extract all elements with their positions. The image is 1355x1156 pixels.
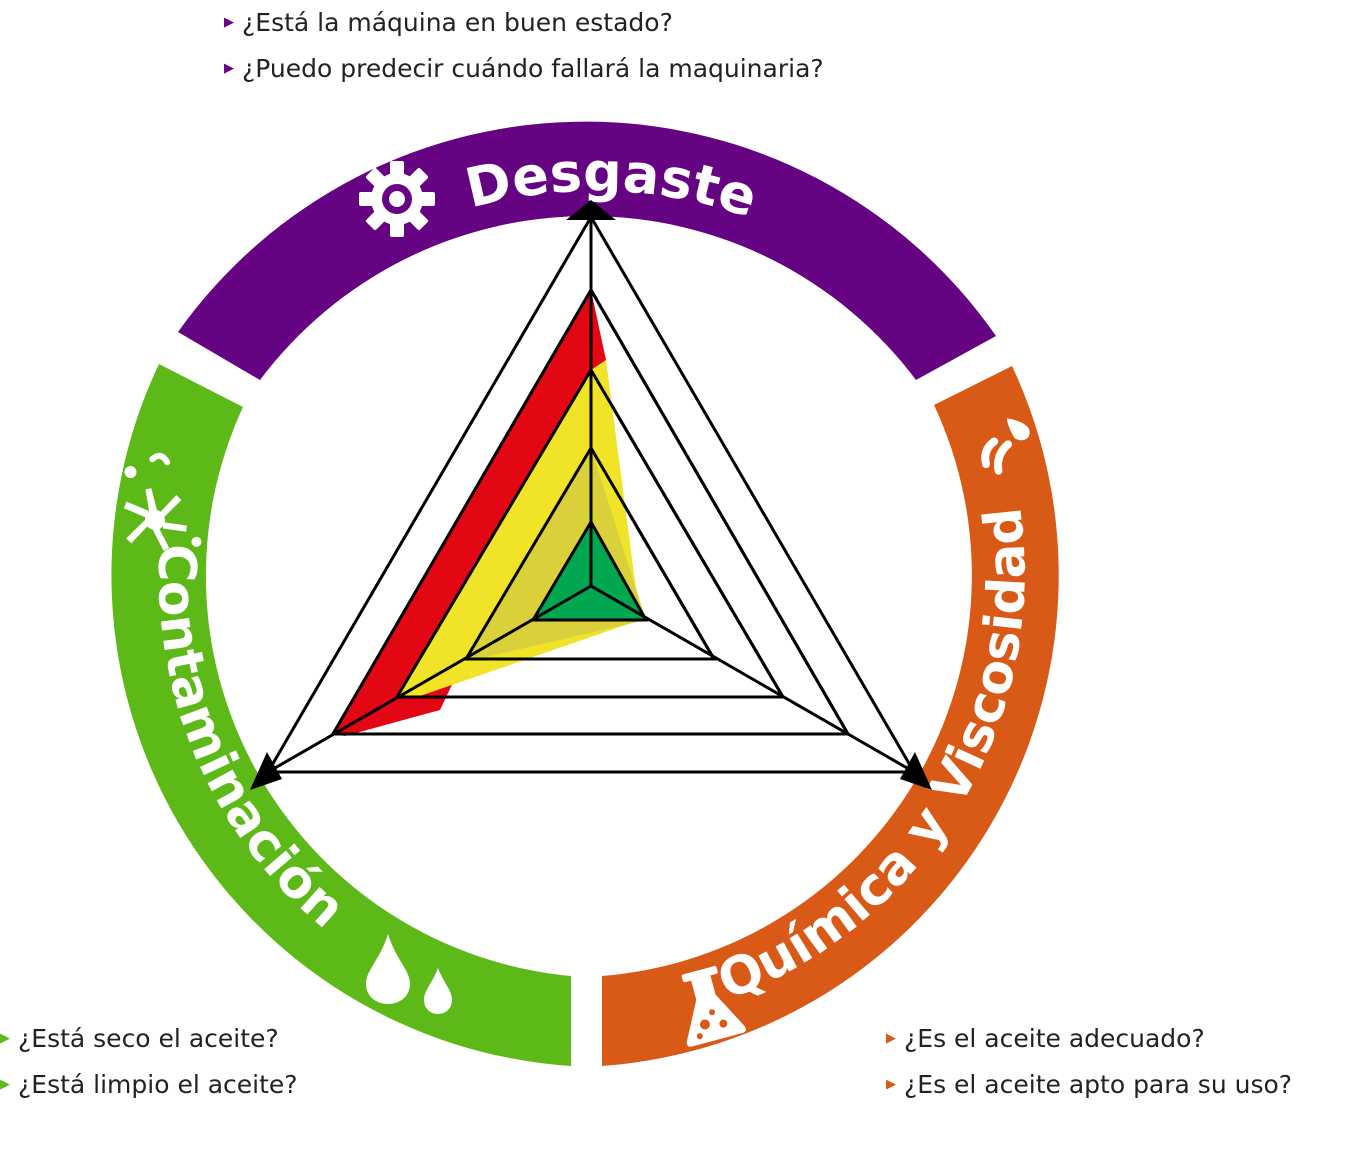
arrowhead-top: [566, 200, 616, 220]
question-item: ▶ ¿Puedo predecir cuándo fallará la maqui…: [224, 46, 824, 92]
arrowhead-left: [250, 752, 282, 790]
bullet-icon: ▶: [886, 1031, 896, 1046]
radar-outline-0: [530, 518, 649, 622]
question-text: ¿Es el aceite adecuado?: [904, 1024, 1205, 1053]
bullet-icon: ▶: [224, 15, 234, 30]
arrowhead-right: [900, 752, 932, 790]
questions-quimica: ▶ ¿Es el aceite adecuado? ▶ ¿Es el aceite …: [886, 1016, 1292, 1108]
radar-outline-1: [463, 445, 717, 661]
splash-icon: [123, 452, 202, 551]
oil-drops-icon: [981, 418, 1030, 475]
question-text: ¿Está la máquina en buen estado?: [242, 8, 673, 37]
question-item: ▶ ¿Está la máquina en buen estado?: [224, 0, 824, 46]
question-text: ¿Está seco el aceite?: [18, 1024, 279, 1053]
axis-quimica: [590, 584, 915, 774]
ring-segment-quimica: [602, 366, 1059, 1066]
bullet-icon: ▶: [0, 1077, 10, 1092]
questions-contaminacion: ▶ ¿Está seco el aceite? ▶ ¿Está limpio el …: [0, 1016, 298, 1108]
radar-outline-3: [330, 287, 851, 736]
water-drops-icon: [366, 934, 452, 1014]
radar-chart: [250, 200, 932, 790]
question-text: ¿Está limpio el aceite?: [18, 1070, 298, 1099]
bullet-icon: ▶: [886, 1077, 896, 1092]
ring-segment-contaminacion: [111, 364, 572, 1066]
question-item: ▶ ¿Está seco el aceite?: [0, 1016, 298, 1062]
gear-icon: [359, 161, 435, 237]
bullet-icon: ▶: [0, 1031, 10, 1046]
question-text: ¿Puedo predecir cuándo fallará la maquin…: [242, 54, 824, 83]
question-text: ¿Es el aceite apto para su uso?: [904, 1070, 1293, 1099]
axis-contaminacion: [267, 584, 592, 774]
red-zone: [333, 290, 606, 736]
radar-outline-2: [394, 367, 786, 699]
question-item: ▶ ¿Es el aceite adecuado?: [886, 1016, 1292, 1062]
question-item: ▶ ¿Es el aceite apto para su uso?: [886, 1062, 1292, 1108]
question-item: ▶ ¿Está limpio el aceite?: [0, 1062, 298, 1108]
flask-icon: [681, 966, 747, 1047]
bullet-icon: ▶: [224, 61, 234, 76]
questions-desgaste: ▶ ¿Está la máquina en buen estado? ▶ ¿Pued…: [224, 0, 824, 92]
